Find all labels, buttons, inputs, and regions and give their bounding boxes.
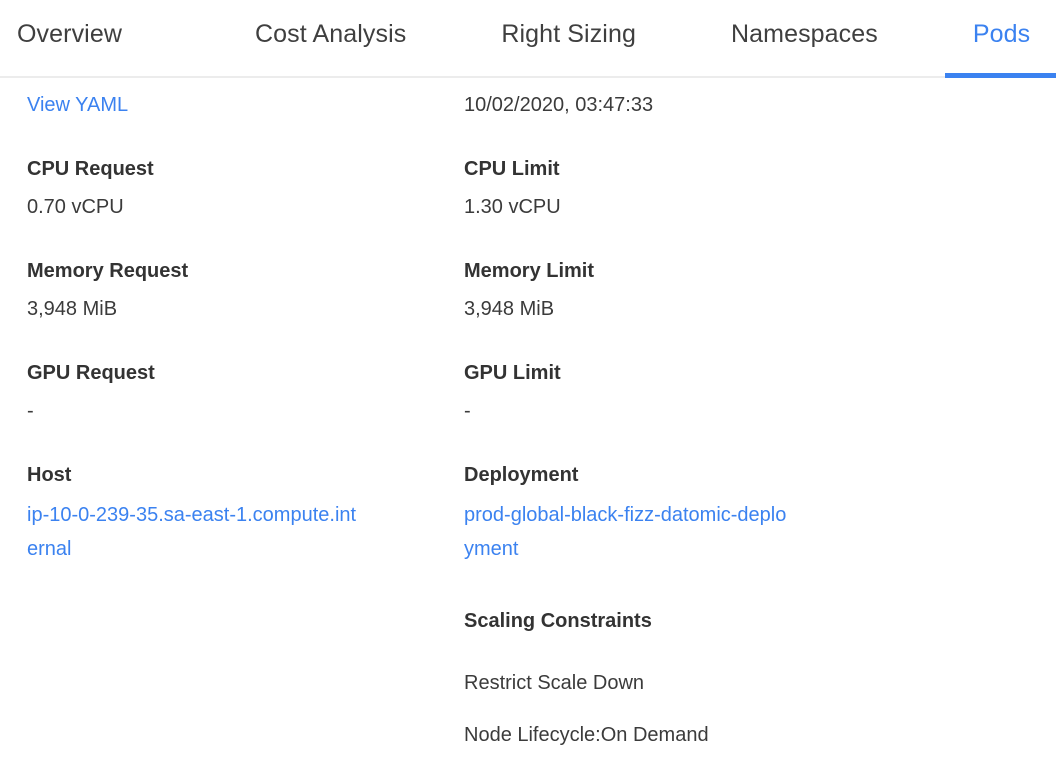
scaling-constraints-field: Scaling Constraints Restrict Scale Down … [464, 606, 1056, 750]
spacer [27, 232, 464, 256]
cpu-limit-label: CPU Limit [464, 158, 560, 180]
cpu-limit-field: CPU Limit 1.30 vCPU [464, 154, 1056, 222]
view-yaml-link[interactable]: View YAML [27, 94, 129, 116]
scaling-constraint-item: Restrict Scale Down [464, 672, 645, 694]
memory-request-field: Memory Request 3,948 MiB [27, 256, 464, 324]
cpu-request-field: CPU Request 0.70 vCPU [27, 154, 464, 222]
gpu-request-field: GPU Request - [27, 358, 464, 426]
tab-cost-analysis[interactable]: Cost Analysis [255, 0, 406, 76]
cpu-request-value: 0.70 vCPU [27, 196, 124, 218]
scaling-constraints-label: Scaling Constraints [464, 610, 652, 632]
memory-request-value: 3,948 MiB [27, 298, 118, 320]
spacer [27, 334, 464, 358]
tab-pods[interactable]: Pods [944, 0, 1056, 78]
pod-timestamp: 10/02/2020, 03:47:33 [464, 94, 654, 116]
spacer [464, 436, 1056, 460]
tab-list: Overview Cost Analysis Right Sizing Name… [0, 0, 1056, 78]
detail-grid: View YAML CPU Request 0.70 vCPU Memory R… [0, 90, 1056, 772]
tab-overview-label: Overview [17, 20, 122, 48]
memory-limit-value: 3,948 MiB [464, 298, 555, 320]
cpu-request-label: CPU Request [27, 158, 154, 180]
scaling-constraint-item: Node Lifecycle:On Demand [464, 724, 709, 746]
spacer [464, 644, 1056, 668]
tab-cost-analysis-label: Cost Analysis [255, 20, 407, 48]
tab-pods-label: Pods [972, 20, 1031, 48]
cpu-limit-value: 1.30 vCPU [464, 196, 561, 218]
spacer [464, 232, 1056, 256]
host-link[interactable]: ip-10-0-239-35.sa-east-1.compute.interna… [27, 504, 357, 560]
memory-request-label: Memory Request [27, 260, 189, 282]
tab-right-sizing[interactable]: Right Sizing [501, 0, 636, 76]
deployment-link[interactable]: prod-global-black-fizz-datomic-deploymen… [464, 504, 787, 560]
pod-detail-panel: View YAML CPU Request 0.70 vCPU Memory R… [0, 78, 1056, 772]
gpu-limit-value: - [464, 400, 471, 422]
spacer [464, 130, 1056, 154]
tab-right-sizing-label: Right Sizing [501, 20, 636, 48]
spacer [464, 576, 1056, 606]
tab-namespaces-label: Namespaces [730, 20, 878, 48]
view-yaml-row: View YAML [27, 90, 464, 120]
tab-overview[interactable]: Overview [17, 0, 122, 76]
detail-column-left: View YAML CPU Request 0.70 vCPU Memory R… [0, 90, 464, 772]
timestamp-row: 10/02/2020, 03:47:33 [464, 90, 1056, 120]
tab-bar: Overview Cost Analysis Right Sizing Name… [0, 0, 1056, 78]
host-field: Host ip-10-0-239-35.sa-east-1.compute.in… [27, 460, 464, 566]
detail-column-right: 10/02/2020, 03:47:33 CPU Limit 1.30 vCPU… [464, 90, 1056, 772]
gpu-limit-field: GPU Limit - [464, 358, 1056, 426]
tab-namespaces[interactable]: Namespaces [731, 0, 878, 76]
spacer [27, 436, 464, 460]
memory-limit-label: Memory Limit [464, 260, 595, 282]
host-label: Host [27, 464, 72, 486]
deployment-field: Deployment prod-global-black-fizz-datomi… [464, 460, 1056, 566]
spacer [464, 334, 1056, 358]
gpu-limit-label: GPU Limit [464, 362, 561, 384]
deployment-label: Deployment [464, 464, 579, 486]
gpu-request-value: - [27, 400, 34, 422]
gpu-request-label: GPU Request [27, 362, 155, 384]
memory-limit-field: Memory Limit 3,948 MiB [464, 256, 1056, 324]
spacer [27, 130, 464, 154]
